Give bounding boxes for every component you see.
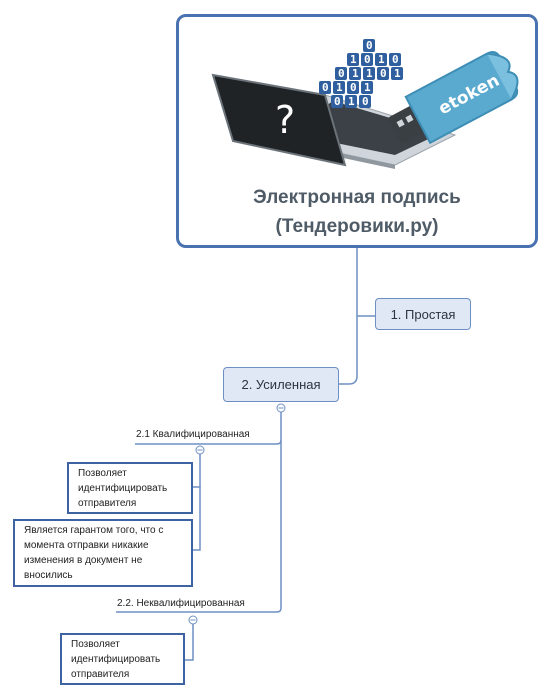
subtopic-qualified-label: 2.1 Квалифицированная xyxy=(136,429,250,440)
binary-digit: 0 xyxy=(392,53,399,66)
central-title-line1: Электронная подпись xyxy=(253,187,461,208)
enhanced-to-unqualified-connector xyxy=(116,440,282,613)
binary-digit: 0 xyxy=(366,39,373,52)
binary-tile xyxy=(335,67,347,80)
usb-token-icon: etoken xyxy=(388,51,519,145)
binary-tile xyxy=(347,53,359,66)
binary-digit: 1 xyxy=(378,53,385,66)
binary-tile xyxy=(359,95,371,108)
binary-digit: 1 xyxy=(348,95,355,108)
binary-tile xyxy=(347,81,359,94)
binary-tile xyxy=(389,53,401,66)
subtopic-qualified[interactable]: 2.1 Квалифицированная xyxy=(136,429,250,440)
binary-digit: 1 xyxy=(364,81,371,94)
binary-tile xyxy=(319,81,331,94)
laptop-screen-question-mark: ? xyxy=(275,98,295,142)
branch-simple[interactable]: 1. Простая xyxy=(375,298,471,330)
binary-tile xyxy=(345,95,357,108)
binary-tile xyxy=(333,81,345,94)
branch-enhanced-label: 2. Усиленная xyxy=(241,377,321,392)
binary-tile xyxy=(363,39,375,52)
qualified-to-note2-connector xyxy=(193,487,201,551)
qualified-to-note1-connector xyxy=(193,450,201,488)
binary-digit: 0 xyxy=(322,81,329,94)
note-qualified-identify[interactable]: Позволяет идентифицировать отправителя xyxy=(67,462,193,514)
unqualified-to-note3-connector xyxy=(185,620,194,661)
binary-tile xyxy=(375,53,387,66)
note-line: момента отправки никакие xyxy=(24,540,149,551)
binary-tile xyxy=(331,95,343,108)
note-line: идентифицировать xyxy=(71,654,161,665)
binary-digit: 1 xyxy=(352,67,359,80)
note-line: идентифицировать xyxy=(78,483,168,494)
binary-digit: 0 xyxy=(350,81,357,94)
note-line: вносились xyxy=(24,570,73,581)
binary-tile xyxy=(377,67,389,80)
binary-digit: 1 xyxy=(366,67,373,80)
note-line: Позволяет xyxy=(71,639,120,650)
central-to-simple-connector xyxy=(356,248,375,317)
note-line: отправителя xyxy=(78,498,137,509)
binary-tile xyxy=(361,81,373,94)
central-title-line2: (Тендеровики.ру) xyxy=(275,216,439,237)
note-line: Является гарантом того, что с xyxy=(24,525,164,536)
subtopic-unqualified[interactable]: 2.2. Неквалифицированная xyxy=(117,598,245,609)
binary-tile xyxy=(349,67,361,80)
central-to-enhanced-connector xyxy=(339,316,358,385)
note-unqualified-identify[interactable]: Позволяет идентифицировать отправителя xyxy=(60,633,185,685)
binary-digit: 0 xyxy=(334,95,341,108)
note-line: отправителя xyxy=(71,669,130,680)
note-line: Позволяет xyxy=(78,468,127,479)
branch-simple-label: 1. Простая xyxy=(390,306,456,322)
note-qualified-integrity[interactable]: Является гарантом того, что с момента от… xyxy=(13,519,193,587)
binary-digit: 0 xyxy=(380,67,387,80)
binary-digit: 1 xyxy=(394,67,401,80)
subtopic-unqualified-label: 2.2. Неквалифицированная xyxy=(117,598,245,609)
binary-tile xyxy=(361,53,373,66)
binary-digit: 0 xyxy=(362,95,369,108)
binary-digit: 1 xyxy=(336,81,343,94)
binary-digit: 0 xyxy=(338,67,345,80)
branch-enhanced[interactable]: 2. Усиленная xyxy=(223,367,339,402)
binary-tile xyxy=(363,67,375,80)
binary-tile xyxy=(391,67,403,80)
binary-digit: 1 xyxy=(350,53,357,66)
central-topic-title: Электронная подпись (Тендеровики.ру) xyxy=(179,183,535,241)
note-line: изменения в документ не xyxy=(24,555,143,566)
binary-digit: 0 xyxy=(364,53,371,66)
